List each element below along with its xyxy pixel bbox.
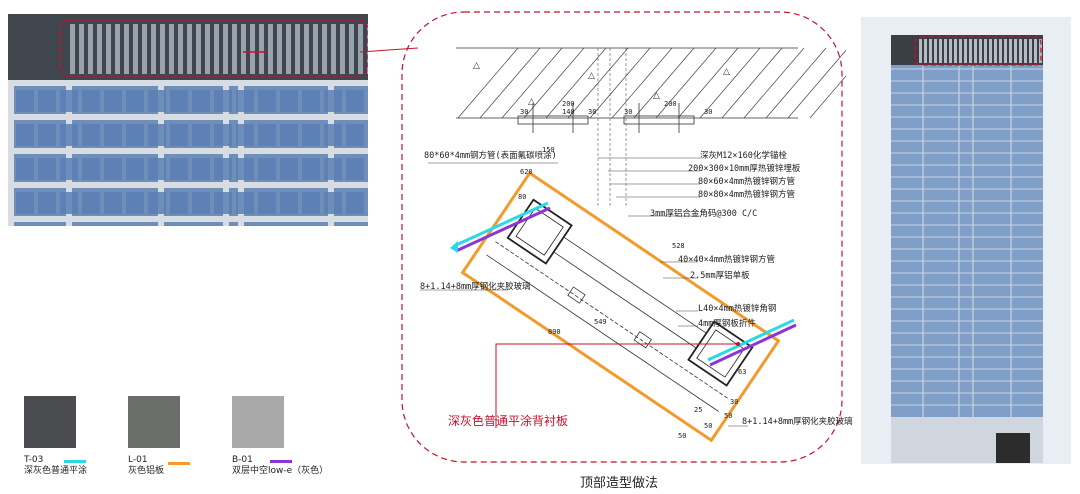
dim-150: 150 bbox=[542, 146, 555, 154]
dim-30c: 30 bbox=[624, 108, 633, 116]
label-embed-plate: 200×300×10mm厚热镀锌埋板 bbox=[688, 164, 801, 174]
label-glass-bottom: 8+1.14+8mm厚钢化夹胶玻璃 bbox=[742, 417, 853, 427]
legend-line-t03 bbox=[64, 460, 86, 463]
legend-name-l01: 灰色铝板 bbox=[128, 466, 165, 476]
glass-left bbox=[450, 201, 551, 253]
dim-620: 620 bbox=[520, 168, 533, 176]
label-glass-left: 8+1.14+8mm厚钢化夹胶玻璃 bbox=[420, 282, 531, 292]
building-elevation-image bbox=[861, 17, 1071, 464]
svg-text:△: △ bbox=[653, 91, 660, 101]
label-alu-keel: 3mm厚铝合金角码@300 C/C bbox=[650, 209, 758, 219]
facade-detail-image bbox=[8, 14, 368, 226]
svg-text:△: △ bbox=[588, 71, 595, 81]
swatch-l01 bbox=[128, 396, 180, 448]
legend-name-b01: 双层中空low-e（灰色） bbox=[232, 466, 329, 476]
swatch-t03 bbox=[24, 396, 76, 448]
label-steel-tube-top: 80*60*4mm钢方管(表面氟碳喷涂) bbox=[424, 151, 557, 161]
dim-890: 890 bbox=[548, 328, 561, 336]
callout-backing-panel: 深灰色普通平涂背衬板 bbox=[448, 414, 569, 428]
svg-text:△: △ bbox=[723, 67, 730, 77]
embed-plates bbox=[517, 103, 695, 133]
glass-right bbox=[707, 318, 797, 367]
label-plate-4mm: 4mm厚钢板折件 bbox=[698, 319, 756, 329]
dim-30b: 30 bbox=[588, 108, 597, 116]
dim-50b: 50 bbox=[704, 422, 713, 430]
concrete-slab: △ △ △ △ △ bbox=[456, 47, 846, 119]
svg-text:△: △ bbox=[528, 97, 535, 107]
legend-line-b01 bbox=[270, 460, 292, 463]
section-detail-drawing: △ △ △ △ △ bbox=[401, 11, 846, 463]
label-tube-80-60: 80×60×4mm热镀锌钢方管 bbox=[698, 177, 796, 187]
swatch-b01 bbox=[232, 396, 284, 448]
dim-50a: 50 bbox=[678, 432, 687, 440]
label-tube-40: 40×40×4mm热镀锌钢方管 bbox=[678, 255, 776, 265]
dim-50c: 50 bbox=[724, 412, 733, 420]
dim-200a: 200 bbox=[562, 100, 575, 108]
dim-30d: 30 bbox=[704, 108, 713, 116]
dim-30e: 30 bbox=[730, 398, 739, 406]
dim-30a: 30 bbox=[520, 108, 529, 116]
dim-63: 63 bbox=[738, 368, 747, 376]
svg-text:△: △ bbox=[473, 61, 480, 71]
dim-528: 528 bbox=[672, 242, 685, 250]
detail-caption: 顶部造型做法 bbox=[580, 476, 659, 491]
dim-140: 140 bbox=[562, 108, 575, 116]
legend-name-t03: 深灰色普通平涂 bbox=[24, 466, 88, 476]
legend-code-b01: B-01 bbox=[232, 455, 253, 465]
dim-549: 549 bbox=[594, 318, 607, 326]
legend-code-l01: L-01 bbox=[128, 455, 148, 465]
detail-frame bbox=[401, 11, 843, 463]
label-angle-40: L40×4mm热镀锌角钢 bbox=[698, 304, 777, 314]
label-alu-panel: 2.5mm厚铝单板 bbox=[690, 271, 750, 281]
dim-200b: 200 bbox=[664, 100, 677, 108]
legend-line-l01 bbox=[168, 462, 190, 465]
dim-80: 80 bbox=[518, 193, 527, 201]
leader-line bbox=[360, 47, 419, 53]
label-tube-80-80: 80×80×4mm热镀锌钢方管 bbox=[698, 190, 796, 200]
label-anchor: 深灰M12×160化学锚栓 bbox=[700, 151, 787, 161]
legend-code-t03: T-03 bbox=[24, 455, 44, 465]
dim-25: 25 bbox=[694, 406, 703, 414]
